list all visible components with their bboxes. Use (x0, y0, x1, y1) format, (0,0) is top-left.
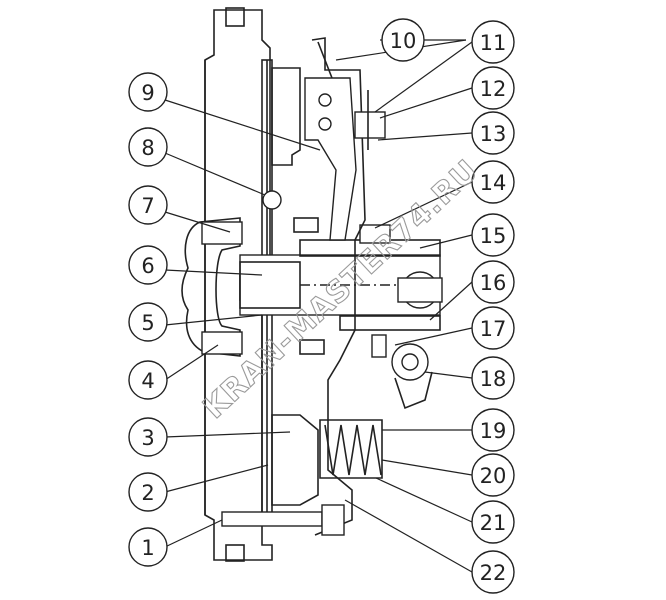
callout-4: 4 (128, 360, 168, 400)
callout-13: 13 (471, 111, 515, 155)
callout-18: 18 (471, 356, 515, 400)
callout-20: 20 (471, 453, 515, 497)
pressure-spring (319, 419, 383, 479)
callout-22: 22 (471, 550, 515, 594)
svg-text:17: 17 (480, 317, 507, 341)
adjusting-bolt (354, 90, 386, 150)
svg-text:15: 15 (480, 224, 507, 248)
callout-8: 8 (128, 127, 168, 167)
callout-2: 2 (128, 472, 168, 512)
svg-text:10: 10 (390, 29, 417, 53)
callout-7: 7 (128, 185, 168, 225)
callout-14: 14 (471, 160, 515, 204)
svg-text:4: 4 (141, 369, 154, 393)
callout-15: 15 (471, 213, 515, 257)
svg-text:3: 3 (141, 426, 154, 450)
callout-1: 1 (128, 527, 168, 567)
svg-text:7: 7 (141, 194, 154, 218)
callout-17: 17 (471, 306, 515, 350)
svg-text:18: 18 (480, 367, 507, 391)
leader-lines (164, 39, 473, 573)
callout-10: 10 (381, 18, 425, 62)
svg-text:9: 9 (141, 81, 154, 105)
callout-9: 9 (128, 72, 168, 112)
svg-text:20: 20 (480, 464, 507, 488)
damper-springs (262, 190, 325, 355)
callout-11: 11 (471, 20, 515, 64)
svg-text:12: 12 (480, 77, 507, 101)
svg-text:21: 21 (480, 511, 507, 535)
svg-text:1: 1 (141, 536, 154, 560)
crankshaft-flange (181, 217, 243, 357)
clutch-cover (311, 37, 366, 536)
callouts-left: 9 8 7 6 5 4 3 2 1 (128, 72, 168, 567)
svg-text:13: 13 (480, 122, 507, 146)
fork-pin (371, 334, 433, 410)
svg-text:19: 19 (480, 419, 507, 443)
svg-text:2: 2 (141, 481, 154, 505)
callout-19: 19 (471, 408, 515, 452)
input-shaft (239, 254, 443, 316)
callout-5: 5 (128, 302, 168, 342)
callout-21: 21 (471, 500, 515, 544)
callouts-right: 10 11 12 13 14 15 16 17 18 19 20 21 22 (381, 18, 515, 594)
svg-text:22: 22 (480, 561, 507, 585)
callout-16: 16 (471, 260, 515, 304)
cover-bolt (221, 504, 345, 536)
callout-12: 12 (471, 66, 515, 110)
svg-text:11: 11 (480, 31, 507, 55)
svg-text:8: 8 (141, 136, 154, 160)
svg-text:5: 5 (141, 311, 154, 335)
callout-6: 6 (128, 245, 168, 285)
svg-text:14: 14 (480, 171, 507, 195)
callout-3: 3 (128, 417, 168, 457)
svg-text:16: 16 (480, 271, 507, 295)
svg-text:6: 6 (141, 254, 154, 278)
release-lever (304, 77, 391, 244)
